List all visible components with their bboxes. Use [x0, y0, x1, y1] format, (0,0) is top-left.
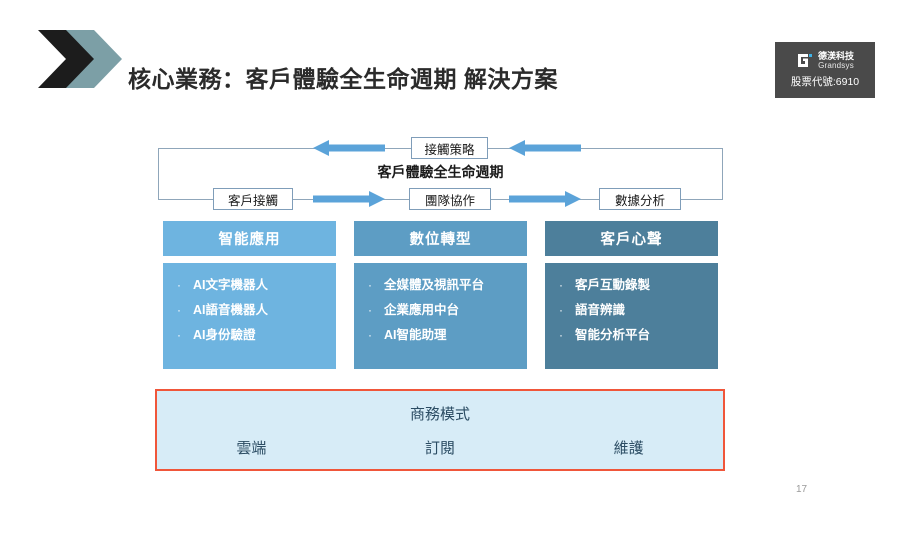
- flow-box-bottom-1[interactable]: 客戶接觸: [213, 188, 293, 210]
- bullet-dot-icon: ·: [177, 303, 181, 317]
- list-item: · 企業應用中台: [368, 302, 527, 318]
- list-item-label: 企業應用中台: [384, 303, 460, 317]
- flow-connector-right-side: [722, 148, 724, 200]
- column-header-2: 數位轉型: [354, 221, 527, 256]
- flow-connector-top-left: [158, 148, 418, 150]
- list-item-label: 客戶互動錄製: [575, 278, 651, 292]
- double-chevron-logo: [36, 28, 126, 90]
- list-item-label: AI文字機器人: [193, 278, 269, 292]
- slide-header: 核心業務：客戶體驗全生命週期 解決方案 德渼科技 Grandsys 股票代號:6…: [0, 0, 900, 120]
- business-model-item-maintenance: 維護: [613, 440, 644, 457]
- solution-column-digital-transformation: 數位轉型 · 全媒體及視訊平台 · 企業應用中台 · AI智能助理: [354, 221, 527, 369]
- flow-connector-bottom-left: [158, 199, 218, 201]
- list-item: · 智能分析平台: [559, 327, 718, 343]
- arrow-right-icon: [509, 191, 581, 207]
- solution-column-intelligent-apps: 智能應用 · AI文字機器人 · AI語音機器人 · AI身份驗證: [163, 221, 336, 369]
- bullet-dot-icon: ·: [368, 303, 372, 317]
- flow-box-bottom-3[interactable]: 數據分析: [599, 188, 681, 210]
- flow-box-bottom-2[interactable]: 團隊協作: [409, 188, 491, 210]
- column-body-2: · 全媒體及視訊平台 · 企業應用中台 · AI智能助理: [354, 263, 527, 369]
- solution-column-voice-of-customer: 客戶心聲 · 客戶互動錄製 · 語音辨識 · 智能分析平台: [545, 221, 718, 369]
- arrow-left-icon: [509, 140, 581, 156]
- flow-box-top[interactable]: 接觸策略: [411, 137, 488, 159]
- list-item: · 語音辨識: [559, 302, 718, 318]
- list-item: · 全媒體及視訊平台: [368, 277, 527, 293]
- business-model-items: 雲端 訂閱 維護: [157, 437, 723, 458]
- business-model-item-subscription: 訂閱: [425, 440, 456, 457]
- list-item: · AI智能助理: [368, 327, 527, 343]
- business-model-item-cloud: 雲端: [236, 440, 267, 457]
- business-model-panel: 商務模式 雲端 訂閱 維護: [155, 389, 725, 471]
- list-item-label: AI身份驗證: [193, 328, 256, 342]
- page-title: 核心業務：客戶體驗全生命週期 解決方案: [128, 66, 558, 92]
- column-header-1: 智能應用: [163, 221, 336, 256]
- column-body-1: · AI文字機器人 · AI語音機器人 · AI身份驗證: [163, 263, 336, 369]
- list-item-label: AI智能助理: [384, 328, 447, 342]
- flow-connector-left-side: [158, 148, 160, 200]
- arrow-left-icon: [313, 140, 385, 156]
- page-number: 17: [796, 484, 808, 495]
- bullet-dot-icon: ·: [559, 303, 563, 317]
- grandsys-g-mark-icon: [796, 52, 813, 69]
- bullet-dot-icon: ·: [177, 328, 181, 342]
- lifecycle-flow-diagram: 接觸策略 客戶體驗全生命週期 客戶接觸 團隊協作 數據分析: [158, 132, 724, 212]
- list-item: · AI身份驗證: [177, 327, 336, 343]
- bullet-dot-icon: ·: [177, 278, 181, 292]
- brand-stock-code: 股票代號:6910: [790, 75, 860, 88]
- list-item: · AI語音機器人: [177, 302, 336, 318]
- list-item: · 客戶互動錄製: [559, 277, 718, 293]
- brand-logo-box: 德渼科技 Grandsys 股票代號:6910: [775, 42, 875, 98]
- business-model-title: 商務模式: [409, 406, 470, 423]
- flow-center-label: 客戶體驗全生命週期: [377, 164, 504, 180]
- bullet-dot-icon: ·: [368, 328, 372, 342]
- column-header-3: 客戶心聲: [545, 221, 718, 256]
- bullet-dot-icon: ·: [559, 278, 563, 292]
- brand-name-cn: 德渼科技: [817, 51, 854, 62]
- list-item-label: 全媒體及視訊平台: [384, 278, 485, 292]
- brand-text-block: 德渼科技 Grandsys: [817, 51, 854, 70]
- list-item: · AI文字機器人: [177, 277, 336, 293]
- list-item-label: 智能分析平台: [575, 328, 651, 342]
- list-item-label: AI語音機器人: [193, 303, 269, 317]
- column-body-3: · 客戶互動錄製 · 語音辨識 · 智能分析平台: [545, 263, 718, 369]
- brand-name-en: Grandsys: [818, 60, 854, 70]
- arrow-right-icon: [313, 191, 385, 207]
- bullet-dot-icon: ·: [559, 328, 563, 342]
- flow-connector-bottom-right: [679, 199, 723, 201]
- flow-connector-top-right: [487, 148, 723, 150]
- list-item-label: 語音辨識: [575, 303, 626, 317]
- solution-columns: 智能應用 · AI文字機器人 · AI語音機器人 · AI身份驗證 數位轉型 ·…: [163, 221, 719, 369]
- bullet-dot-icon: ·: [368, 278, 372, 292]
- brand-row: 德渼科技 Grandsys: [796, 51, 854, 70]
